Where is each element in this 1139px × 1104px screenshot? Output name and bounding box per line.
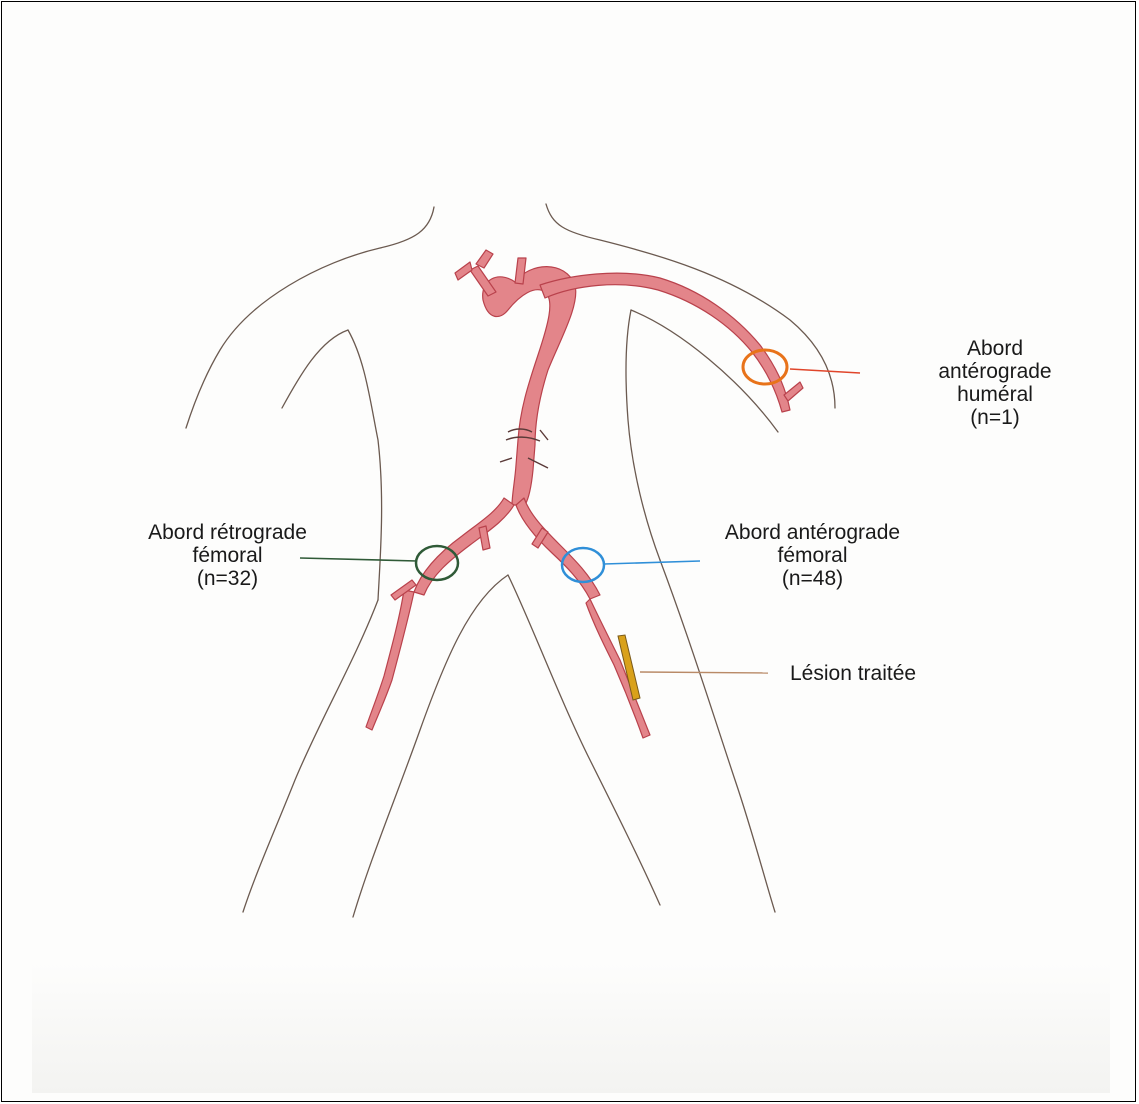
right-carotid-branch — [455, 262, 472, 280]
left-torso-outline — [243, 600, 378, 912]
retrograde-label-count: (n=32) — [100, 567, 355, 590]
retrograde-femoral-label: Abord rétrograde fémoral (n=32) — [100, 521, 355, 590]
humeral-leader-line — [790, 369, 860, 373]
arterial-tree — [366, 250, 803, 738]
neck-right-outline — [546, 204, 835, 408]
neck-left-outline — [186, 207, 434, 428]
right-arm-inner-outline — [626, 310, 660, 560]
treated-lesion-label: Lésion traitée — [790, 662, 980, 685]
retrograde-label-line-2: fémoral — [100, 544, 355, 567]
inner-left-leg-outline — [353, 575, 508, 917]
anterograde-label-count: (n=48) — [670, 567, 955, 590]
aortic-arch-and-descending-aorta — [483, 267, 576, 505]
humeral-label-line-2: antérograde — [905, 360, 1085, 383]
right-torso-outline — [660, 560, 775, 912]
left-arm-outer-outline — [282, 330, 348, 408]
humeral-label-line-3: huméral — [905, 383, 1085, 406]
humeral-access-label: Abord antérograde huméral (n=1) — [905, 337, 1085, 429]
right-arm-outer-outline — [631, 310, 778, 432]
right-subclavian-branch — [476, 250, 493, 268]
right-femoral-artery — [586, 599, 650, 738]
inner-right-leg-outline — [508, 575, 660, 905]
lesion-leader-line — [640, 672, 768, 673]
retrograde-label-line-1: Abord rétrograde — [100, 521, 355, 544]
humeral-label-line-1: Abord — [905, 337, 1085, 360]
anterograde-label-line-1: Abord antérograde — [670, 521, 955, 544]
humeral-label-count: (n=1) — [905, 406, 1085, 429]
left-subclavian-and-brachial-artery — [540, 273, 790, 412]
lesion-label-text: Lésion traitée — [790, 662, 980, 685]
brachial-terminal-branch — [784, 382, 803, 401]
anterograde-label-line-2: fémoral — [670, 544, 955, 567]
anterograde-femoral-label: Abord antérograde fémoral (n=48) — [670, 521, 955, 590]
